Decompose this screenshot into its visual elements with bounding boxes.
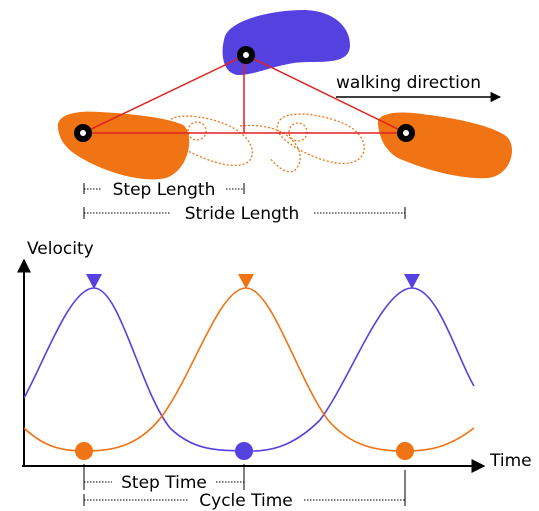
velocity-panel: Velocity Time Step Time Cycle Time [17, 239, 532, 511]
step-length-bracket [83, 183, 245, 194]
blue-foot-velocity-curve [23, 287, 475, 452]
stride-length-bracket [83, 207, 406, 219]
step-time-label: Step Time [121, 473, 207, 493]
blue-trough-marker [235, 442, 253, 460]
step-time-bracket [83, 464, 245, 490]
blue-peak-marker-1 [86, 274, 102, 289]
x-axis-label: Time [489, 451, 532, 471]
step-length-label: Step Length [113, 180, 216, 200]
orange-foot-velocity-curve [23, 287, 475, 452]
heel-markers [74, 46, 415, 142]
cycle-time-label: Cycle Time [199, 491, 292, 511]
left-foot-rear-shape [57, 111, 190, 180]
swing-heel-marker-center [243, 52, 249, 58]
orange-trough-marker-2 [396, 442, 414, 460]
left-foot-front-shape [377, 112, 512, 179]
cycle-time-bracket [83, 470, 406, 506]
stride-length-label: Stride Length [185, 204, 299, 224]
foot-panel: walking direction Step Length Stride Len… [57, 10, 512, 224]
y-axis-label: Velocity [27, 239, 94, 259]
swing-foot-outline [164, 113, 365, 173]
front-heel-marker-center [403, 130, 409, 136]
blue-peak-marker-2 [404, 274, 420, 289]
rear-heel-marker-center [80, 130, 86, 136]
orange-peak-marker [238, 274, 254, 289]
right-foot-shape [222, 10, 350, 75]
orange-trough-marker-1 [75, 442, 93, 460]
stride-geometry [82, 54, 407, 134]
walking-direction-label: walking direction [336, 73, 481, 93]
